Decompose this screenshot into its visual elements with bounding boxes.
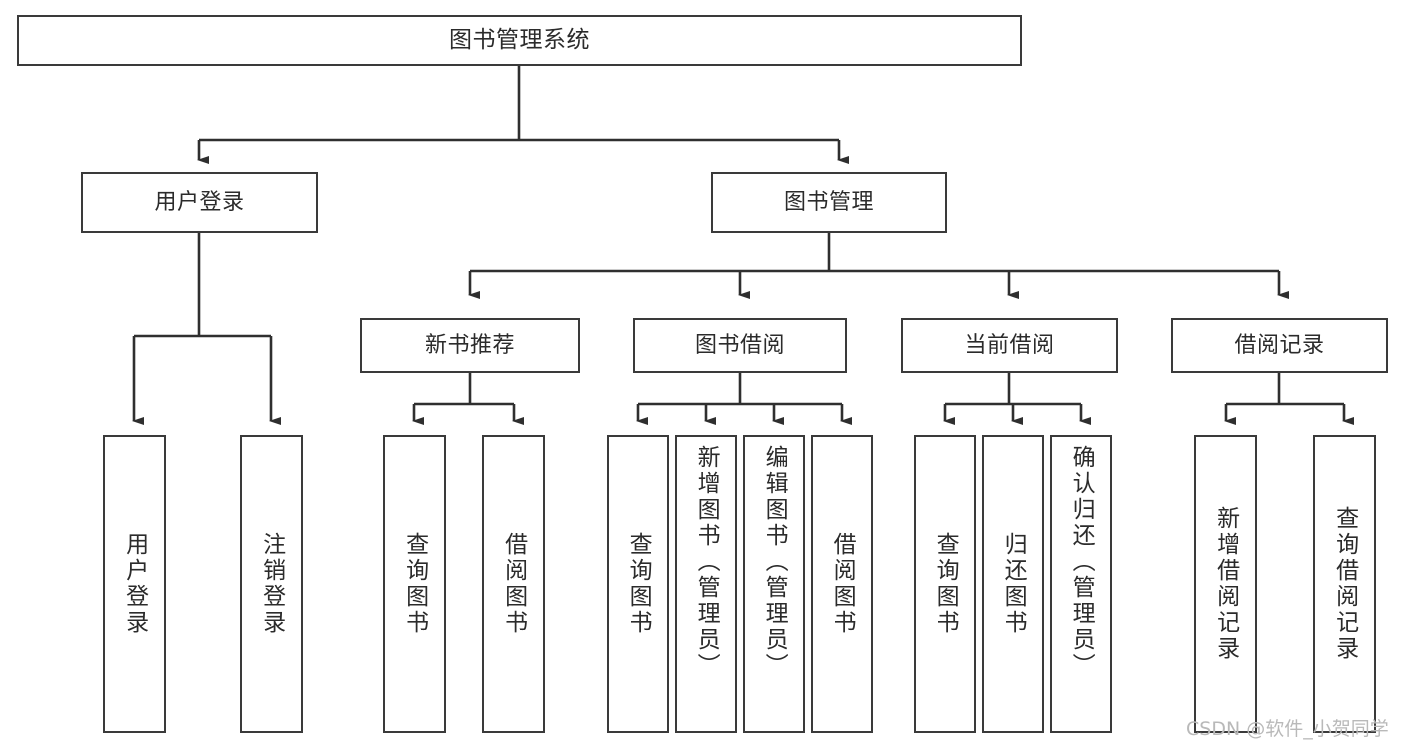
csdn-watermark: CSDN @软件_小贺同学 [1186, 718, 1389, 740]
node-label: 查询图书 [932, 532, 959, 636]
node-leaf-query-book-3[interactable]: 查询图书 [914, 435, 976, 733]
node-label: 借阅图书 [829, 532, 856, 636]
node-label: 新增借阅记录 [1212, 506, 1239, 662]
node-label: 借阅图书 [500, 532, 527, 636]
node-borrow-record[interactable]: 借阅记录 [1171, 318, 1388, 373]
node-label: 图书借阅 [694, 332, 785, 358]
node-leaf-query-book-1[interactable]: 查询图书 [383, 435, 446, 733]
node-label: 查询图书 [401, 532, 428, 636]
node-label: 新书推荐 [424, 332, 515, 358]
node-leaf-add-record[interactable]: 新增借阅记录 [1194, 435, 1257, 733]
node-label: 确认归还（管理员） [1068, 445, 1095, 679]
node-label: 图书管理系统 [449, 27, 590, 54]
node-label: 借阅记录 [1234, 332, 1325, 358]
node-label: 注销登录 [258, 532, 285, 636]
node-leaf-confirm-return[interactable]: 确认归还（管理员） [1050, 435, 1112, 733]
node-leaf-query-book-2[interactable]: 查询图书 [607, 435, 669, 733]
node-user-login[interactable]: 用户登录 [81, 172, 318, 233]
node-current-borrow[interactable]: 当前借阅 [901, 318, 1118, 373]
node-book-management[interactable]: 图书管理 [711, 172, 947, 233]
node-leaf-borrow-book-1[interactable]: 借阅图书 [482, 435, 545, 733]
node-label: 查询借阅记录 [1331, 506, 1358, 662]
node-leaf-borrow-book-2[interactable]: 借阅图书 [811, 435, 873, 733]
node-leaf-return-book[interactable]: 归还图书 [982, 435, 1044, 733]
node-label: 图书管理 [783, 189, 874, 215]
node-new-book-recommend[interactable]: 新书推荐 [360, 318, 580, 373]
node-label: 新增图书（管理员） [693, 445, 720, 679]
node-label: 当前借阅 [964, 332, 1055, 358]
node-leaf-add-book[interactable]: 新增图书（管理员） [675, 435, 737, 733]
node-leaf-query-record[interactable]: 查询借阅记录 [1313, 435, 1376, 733]
node-book-borrow[interactable]: 图书借阅 [633, 318, 847, 373]
node-label: 编辑图书（管理员） [761, 445, 788, 679]
node-leaf-user-login[interactable]: 用户登录 [103, 435, 166, 733]
node-leaf-user-logout[interactable]: 注销登录 [240, 435, 303, 733]
node-root-system[interactable]: 图书管理系统 [17, 15, 1022, 66]
node-label: 归还图书 [1000, 532, 1027, 636]
node-label: 用户登录 [121, 532, 148, 636]
node-label: 查询图书 [625, 532, 652, 636]
node-label: 用户登录 [154, 189, 245, 215]
node-leaf-edit-book[interactable]: 编辑图书（管理员） [743, 435, 805, 733]
